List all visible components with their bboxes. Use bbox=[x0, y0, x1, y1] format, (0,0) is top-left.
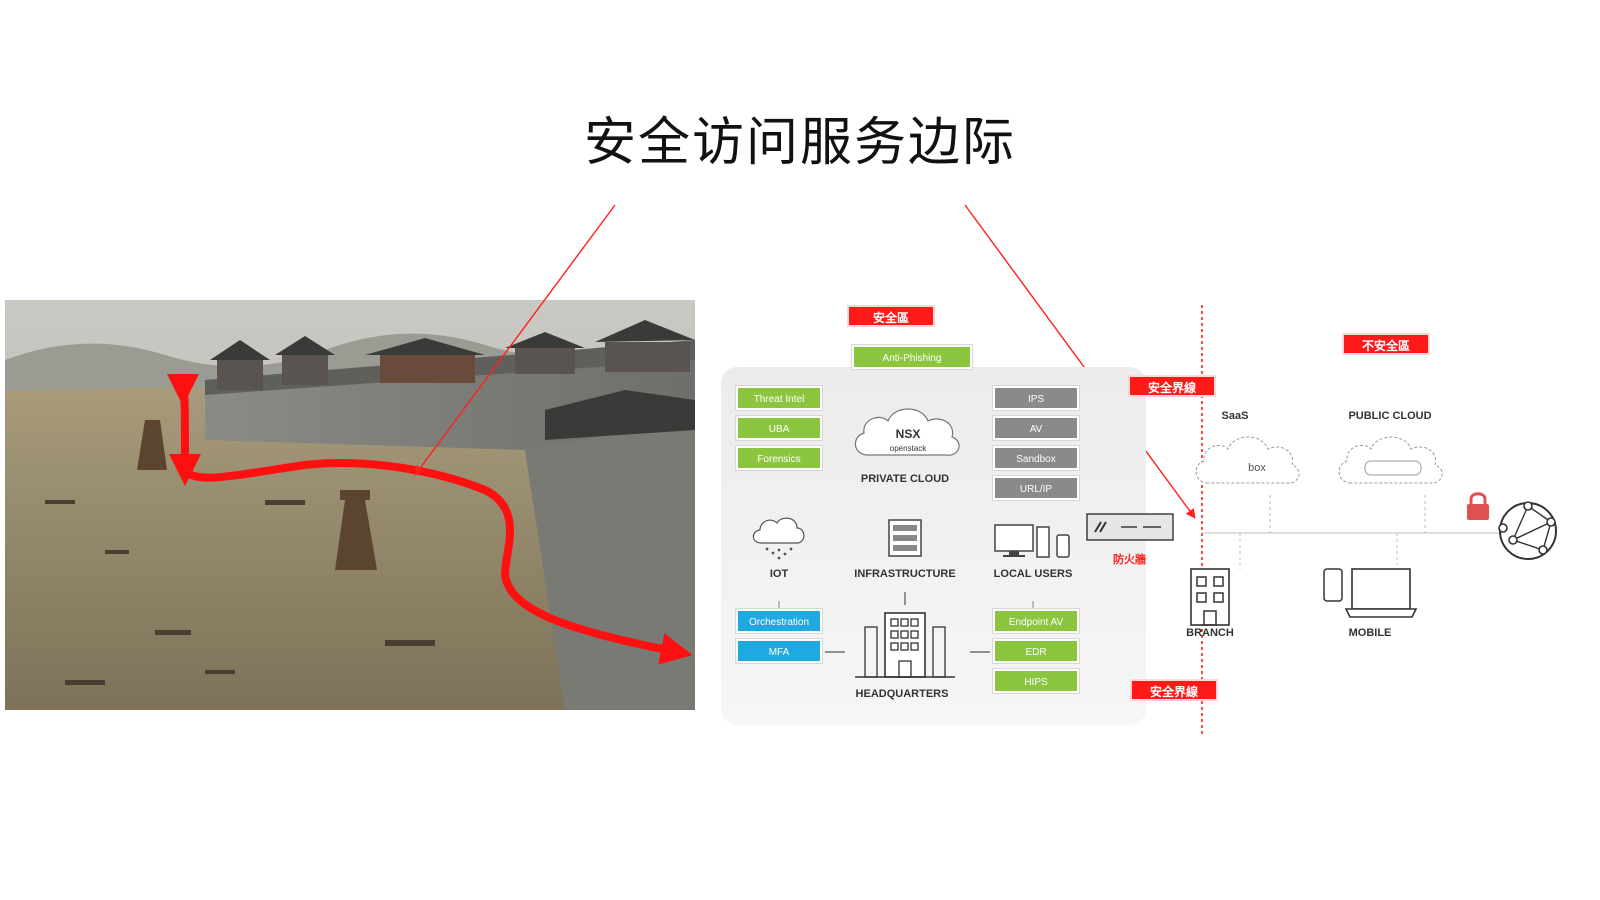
anti-phishing-chip: Anti-Phishing bbox=[852, 345, 972, 369]
headquarters-building-icon bbox=[855, 612, 955, 678]
openstack-logo: openstack bbox=[889, 444, 927, 453]
av-chip: AV bbox=[993, 416, 1079, 440]
local-users-computers-icon bbox=[994, 524, 1070, 558]
firewall-appliance-icon bbox=[1086, 513, 1174, 541]
headquarters-label: HEADQUARTERS bbox=[855, 688, 949, 700]
slide-title: 安全访问服务边际 bbox=[583, 113, 1016, 173]
firewall-label: 防火牆 bbox=[1113, 553, 1146, 566]
private-cloud-icon bbox=[854, 408, 960, 456]
saas-cloud-icon bbox=[1195, 436, 1300, 484]
private-cloud-label: PRIVATE CLOUD bbox=[860, 473, 950, 485]
infrastructure-label: INFRASTRUCTURE bbox=[854, 568, 956, 580]
mobile-label: MOBILE bbox=[1348, 627, 1392, 639]
url-ip-chip: URL/IP bbox=[993, 476, 1079, 500]
iot-label: IOT bbox=[769, 568, 789, 580]
fortress-scene bbox=[5, 300, 695, 710]
branch-label: BRANCH bbox=[1186, 627, 1234, 639]
public-cloud-icon bbox=[1338, 436, 1443, 484]
lock-icon bbox=[1467, 492, 1489, 520]
fortress-illustration bbox=[5, 300, 695, 710]
orchestration-chip: Orchestration bbox=[736, 609, 822, 633]
unsafe-zone-tag: 不安全區 bbox=[1342, 333, 1430, 355]
diagram-lines bbox=[778, 305, 1525, 735]
safe-zone-tag: 安全區 bbox=[847, 305, 935, 327]
internet-globe-icon bbox=[1498, 501, 1557, 560]
mfa-chip: MFA bbox=[736, 639, 822, 663]
nsx-logo: NSX bbox=[895, 427, 921, 441]
branch-building-icon bbox=[1190, 568, 1230, 626]
hips-chip: HIPS bbox=[993, 669, 1079, 693]
network-diagram: 安全區 不安全區 安全界線 安全界線 Anti-Phishing Threat … bbox=[715, 305, 1595, 735]
boundary-tag-bottom: 安全界線 bbox=[1130, 679, 1218, 701]
server-rack-icon bbox=[888, 519, 922, 557]
edr-chip: EDR bbox=[993, 639, 1079, 663]
iot-cloud-icon bbox=[752, 517, 805, 560]
saas-label: SaaS bbox=[1221, 410, 1249, 422]
ips-chip: IPS bbox=[993, 386, 1079, 410]
forensics-chip: Forensics bbox=[736, 446, 822, 470]
public-cloud-label: PUBLIC CLOUD bbox=[1348, 410, 1432, 422]
uba-chip: UBA bbox=[736, 416, 822, 440]
mobile-devices-icon bbox=[1323, 568, 1418, 618]
box-logo: box bbox=[1248, 462, 1266, 474]
threat-intel-chip: Threat Intel bbox=[736, 386, 822, 410]
boundary-tag-top: 安全界線 bbox=[1128, 375, 1216, 397]
sandbox-chip: Sandbox bbox=[993, 446, 1079, 470]
endpoint-av-chip: Endpoint AV bbox=[993, 609, 1079, 633]
local-users-label: LOCAL USERS bbox=[993, 568, 1073, 580]
